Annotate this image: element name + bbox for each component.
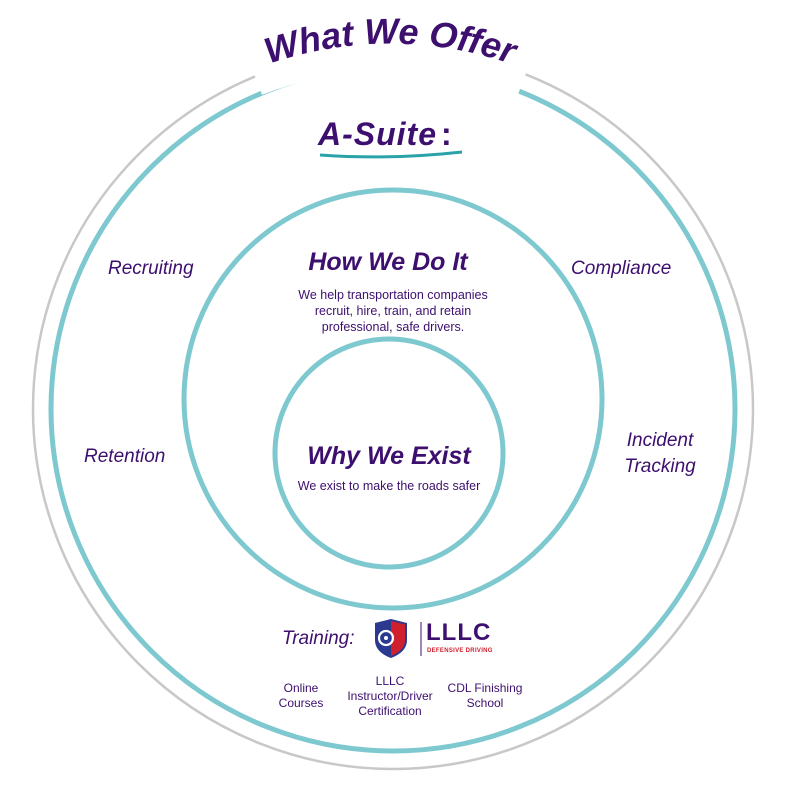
training-item-certification: LLLC Instructor/Driver Certification	[335, 674, 445, 719]
item-recruiting: Recruiting	[108, 258, 194, 279]
brand-logo: A-Suite:	[318, 116, 478, 156]
training-item-line: School	[466, 696, 504, 710]
training-item-line: LLLC	[375, 674, 405, 688]
shield-icon	[375, 619, 422, 658]
brand-underline	[319, 150, 463, 159]
how-heading: How We Do It	[308, 248, 468, 276]
how-description: We help transportation companies recruit…	[243, 287, 543, 335]
logo-tagline: DEFENSIVE DRIVING	[427, 648, 493, 654]
why-description: We exist to make the roads safer	[297, 479, 481, 493]
brand-colon: :	[441, 116, 452, 152]
inner-teal-ring	[272, 336, 506, 570]
training-item-line: Online	[283, 681, 319, 695]
training-item-line: Courses	[278, 696, 324, 710]
item-incident-tracking: Incident Tracking	[610, 430, 710, 478]
training-item-online: Online Courses	[262, 681, 340, 711]
incident-line-2: Tracking	[624, 456, 696, 477]
item-retention: Retention	[84, 446, 166, 467]
training-item-line: Certification	[358, 704, 422, 718]
training-item-line: CDL Finishing	[447, 681, 523, 695]
training-item-line: Instructor/Driver	[347, 689, 433, 703]
middle-teal-ring	[181, 187, 605, 611]
how-line-1: We help transportation companies	[298, 288, 488, 302]
incident-line-1: Incident	[626, 430, 694, 451]
how-line-3: professional, safe drivers.	[321, 320, 465, 334]
why-heading: Why We Exist	[307, 442, 471, 470]
training-label: Training:	[282, 628, 355, 649]
how-line-2: recruit, hire, train, and retain	[314, 304, 472, 318]
training-item-cdl: CDL Finishing School	[435, 681, 535, 711]
brand-name: A-Suite	[318, 116, 437, 152]
logo-text: LLLC	[426, 619, 492, 646]
item-compliance: Compliance	[571, 258, 672, 279]
lllc-logo: LLLC DEFENSIVE DRIVING	[371, 618, 493, 660]
